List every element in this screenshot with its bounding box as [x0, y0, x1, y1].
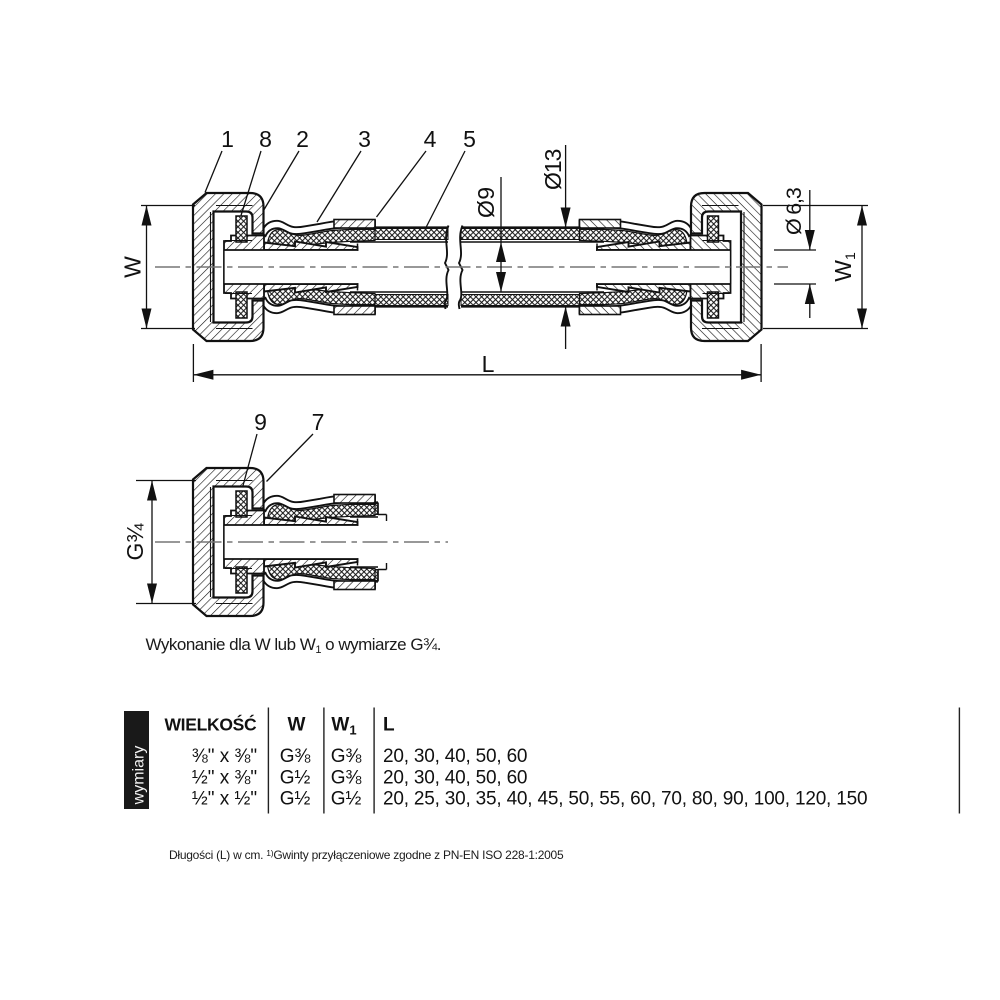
svg-text:2: 2: [296, 126, 309, 152]
svg-text:G½: G½: [331, 788, 362, 809]
svg-text:G⅜: G⅜: [280, 746, 311, 767]
svg-text:Wykonanie dla W lub W1 o wymia: Wykonanie dla W lub W1 o wymiarze G¾.: [146, 635, 441, 656]
svg-text:7: 7: [312, 409, 325, 435]
svg-text:W: W: [288, 715, 306, 736]
svg-text:3: 3: [358, 126, 371, 152]
svg-text:L: L: [383, 715, 395, 736]
svg-text:G½: G½: [280, 788, 311, 809]
svg-text:G⅜: G⅜: [331, 767, 362, 788]
svg-text:9: 9: [254, 409, 267, 435]
svg-text:4: 4: [424, 126, 437, 152]
svg-text:W: W: [120, 256, 146, 278]
svg-text:Ø 9: Ø 9: [473, 188, 499, 218]
svg-text:wymiary: wymiary: [131, 746, 148, 806]
svg-text:G⅜: G⅜: [331, 746, 362, 767]
svg-text:L: L: [482, 351, 495, 377]
svg-text:1: 1: [221, 126, 234, 152]
svg-text:⅜" x ⅜": ⅜" x ⅜": [192, 746, 257, 767]
svg-text:½" x ⅜": ½" x ⅜": [192, 767, 257, 788]
svg-text:5: 5: [463, 126, 476, 152]
svg-text:½" x ½": ½" x ½": [192, 788, 257, 809]
svg-text:Długości (L) w cm. 1)Gwinty pr: Długości (L) w cm. 1)Gwinty przyłączenio…: [169, 848, 564, 862]
svg-text:20, 25, 30, 35, 40, 45, 50, 55: 20, 25, 30, 35, 40, 45, 50, 55, 60, 70, …: [383, 788, 867, 809]
svg-text:8: 8: [259, 126, 272, 152]
svg-text:Ø13: Ø13: [540, 149, 566, 190]
svg-text:20, 30, 40, 50, 60: 20, 30, 40, 50, 60: [383, 746, 527, 767]
svg-text:WIELKOŚĆ: WIELKOŚĆ: [164, 714, 257, 735]
svg-text:G¾: G¾: [122, 523, 148, 561]
svg-text:20, 30, 40, 50, 60: 20, 30, 40, 50, 60: [383, 767, 527, 788]
svg-text:G½: G½: [280, 767, 311, 788]
svg-text:Ø 6,3: Ø 6,3: [782, 187, 806, 235]
